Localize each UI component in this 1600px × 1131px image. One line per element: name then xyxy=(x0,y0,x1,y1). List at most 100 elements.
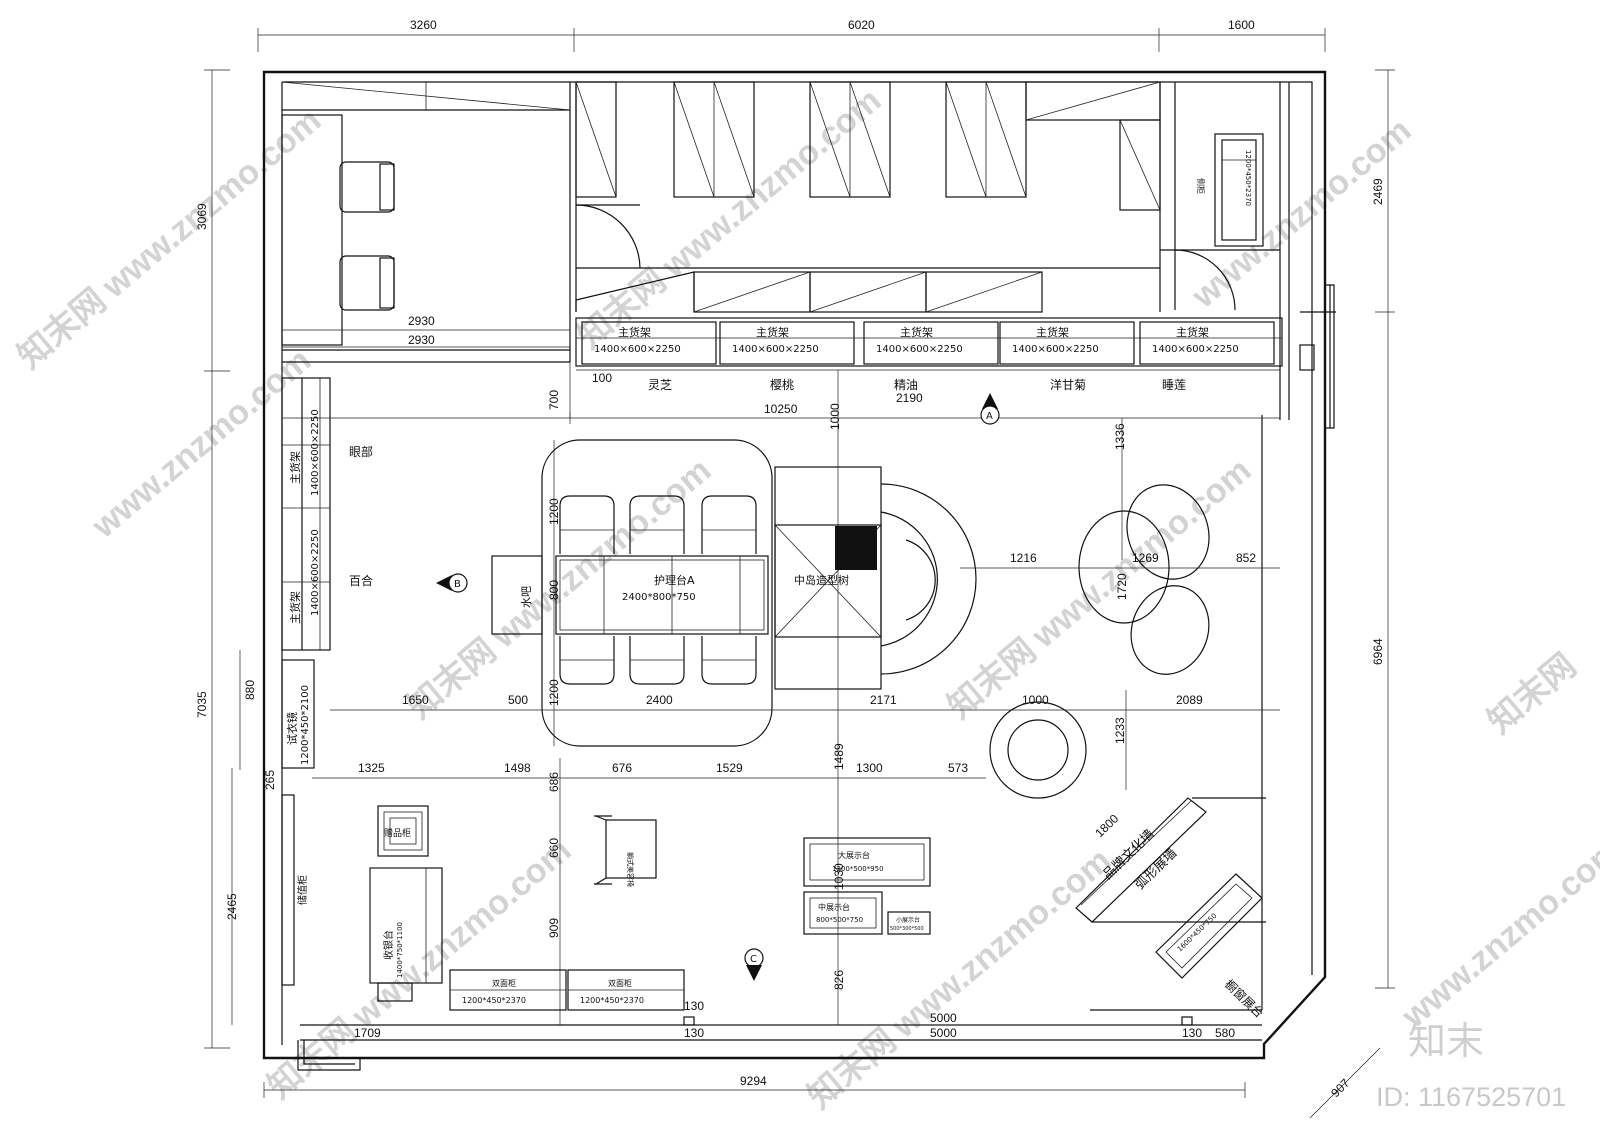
dim-room-width-2: 2930 xyxy=(408,333,435,347)
storage-room xyxy=(575,81,1161,313)
shelf-unit xyxy=(575,81,617,198)
small-display-spec: 500*300*500 xyxy=(890,926,924,932)
shelf-title: 主货架 xyxy=(618,325,651,339)
dim-1720: 1720 xyxy=(1115,573,1129,600)
mid-display-spec: 800*500*750 xyxy=(816,916,863,924)
watermark-text: 知末网 xyxy=(401,631,504,726)
dim-2465: 2465 xyxy=(225,893,239,920)
double-cabinet-2-spec: 1200*450*2370 xyxy=(580,996,644,1005)
watermark-url: www.znzmo.com xyxy=(84,341,318,546)
left-shelf-title-2: 主货架 xyxy=(288,591,302,624)
shelf-title: 主货架 xyxy=(900,325,933,339)
dim-580: 580 xyxy=(1215,1026,1235,1040)
dim-1200-top: 1200 xyxy=(547,498,561,525)
dim-1650: 1650 xyxy=(402,693,429,707)
dim-left-total: 7035 xyxy=(195,691,209,718)
dim-686: 686 xyxy=(547,772,561,792)
watermark-text: 知末网 xyxy=(1481,646,1584,741)
product-label-3: 精油 xyxy=(894,378,918,392)
dim-1269: 1269 xyxy=(1132,551,1159,565)
chair-label: 躺式美容椅 xyxy=(626,852,635,887)
stool-icon xyxy=(629,495,685,554)
dim-852: 852 xyxy=(1236,551,1256,565)
shelf-spec: 1400×600×2250 xyxy=(732,344,819,355)
dim-right-top: 2469 xyxy=(1371,178,1385,205)
marker-a-label: A xyxy=(986,411,993,422)
shelf-unit xyxy=(673,81,755,198)
top-dimensions: 3260 6020 1600 xyxy=(257,18,1326,52)
dim-row-1000: 1000 xyxy=(1022,693,1049,707)
watermark-url: www.znzmo.com xyxy=(1394,831,1600,1036)
watermark-text: 知末网 xyxy=(801,1021,904,1116)
dim-2400: 2400 xyxy=(646,693,673,707)
watermark-layer: 知末网 www.znzmo.com www.znzmo.com 知末网 www.… xyxy=(11,81,1600,1116)
marker-b-label: B xyxy=(454,579,461,590)
dim-1200-bot: 1200 xyxy=(547,679,561,706)
eye-area-label: 眼部 xyxy=(349,444,373,459)
dim-top-1: 3260 xyxy=(410,18,437,32)
chair-icon xyxy=(339,161,395,213)
stool-icon xyxy=(701,495,757,554)
shelf-title: 主货架 xyxy=(756,325,789,339)
dim-1709: 1709 xyxy=(354,1026,381,1040)
small-display-label: 小展示台 xyxy=(896,916,920,924)
shelf-spec: 1400×600×2250 xyxy=(1152,344,1239,355)
big-display-spec: 1300*500*950 xyxy=(832,865,884,873)
dim-5000-a: 5000 xyxy=(930,1011,957,1025)
double-cabinet-2-label: 双面柜 xyxy=(608,978,632,988)
bed-spec: 1200*450*2370 xyxy=(1244,150,1252,206)
double-cabinet-1-spec: 1200*450*2370 xyxy=(462,996,526,1005)
mid-display-table: 中展示台 800*500*750 xyxy=(803,891,883,935)
watermark-logo: 知末 ID: 1167525701 xyxy=(1376,1019,1566,1112)
beauty-chair: 躺式美容椅 xyxy=(594,815,657,887)
dim-100: 100 xyxy=(592,371,612,385)
main-shelf-row: 主货架1400×600×2250主货架1400×600×2250主货架1400×… xyxy=(575,317,1283,405)
fitting-mirror-label: 试衣镜 xyxy=(285,712,299,745)
membership-cabinet: 储值柜 xyxy=(281,794,309,986)
view-marker-a: A xyxy=(980,393,1000,425)
dim-10250: 10250 xyxy=(764,402,798,416)
room-label: 侧柜 xyxy=(1196,178,1206,194)
left-shelf-spec-1: 1400×600×2250 xyxy=(310,409,321,496)
dim-1216: 1216 xyxy=(1010,551,1037,565)
double-cabinet-1-label: 双面柜 xyxy=(492,978,516,988)
bed-icon xyxy=(1214,133,1264,247)
watermark-text: 知末网 xyxy=(11,281,114,376)
shelf-spec: 1400×600×2250 xyxy=(594,344,681,355)
watermark-url: www.znzmo.com xyxy=(484,451,718,656)
row-dimensions-1: 1650 500 2400 2171 1000 2089 1233 xyxy=(330,690,1280,790)
dim-1800: 1800 xyxy=(1092,811,1121,840)
window-display: 橱窗展台 1600*450*750 xyxy=(1155,873,1267,1021)
watermark-url: www.znzmo.com xyxy=(94,101,328,306)
island-tree-label: 中岛造型树 xyxy=(794,573,849,587)
dim-909: 909 xyxy=(547,918,561,938)
dim-130-c: 130 xyxy=(1182,1026,1202,1040)
double-cabinet-1: 双面柜 1200*450*2370 xyxy=(449,969,567,1011)
shelf-unit xyxy=(809,81,891,198)
watermark-text: 知末网 xyxy=(941,631,1044,726)
bottom-dimensions: 5000 5000 130 130 130 580 1709 9294 907 xyxy=(263,999,1381,1119)
dim-1233: 1233 xyxy=(1113,717,1127,744)
water-bar-label: 水吧 xyxy=(520,586,533,608)
watermark-url: www.znzmo.com xyxy=(654,81,888,286)
care-table-area: 水吧 护理台A 2400*800*750 1200 800 1200 xyxy=(491,439,773,747)
dim-130-a: 130 xyxy=(684,1026,704,1040)
dim-1300: 1300 xyxy=(856,761,883,775)
dim-top-2: 6020 xyxy=(848,18,875,32)
window-display-label: 橱窗展台 xyxy=(1222,976,1267,1020)
dim-1336: 1336 xyxy=(1113,423,1127,450)
care-table-spec: 2400*800*750 xyxy=(622,592,696,603)
dim-1030: 1030 xyxy=(832,863,846,890)
door-swing xyxy=(1174,249,1236,311)
dim-1529: 1529 xyxy=(716,761,743,775)
dim-130-b: 130 xyxy=(684,999,704,1013)
shelf-unit xyxy=(945,81,1027,198)
view-marker-b: B xyxy=(436,573,468,593)
left-shelf-title-1: 主货架 xyxy=(288,451,302,484)
island-tree: 中岛造型树 xyxy=(774,466,977,690)
small-display-table: 小展示台 500*300*500 xyxy=(887,911,931,935)
shelf-spec: 1400×600×2250 xyxy=(1012,344,1099,355)
left-shelves: 主货架 1400×600×2250 主货架 1400×600×2250 试衣镜 … xyxy=(225,377,373,1025)
